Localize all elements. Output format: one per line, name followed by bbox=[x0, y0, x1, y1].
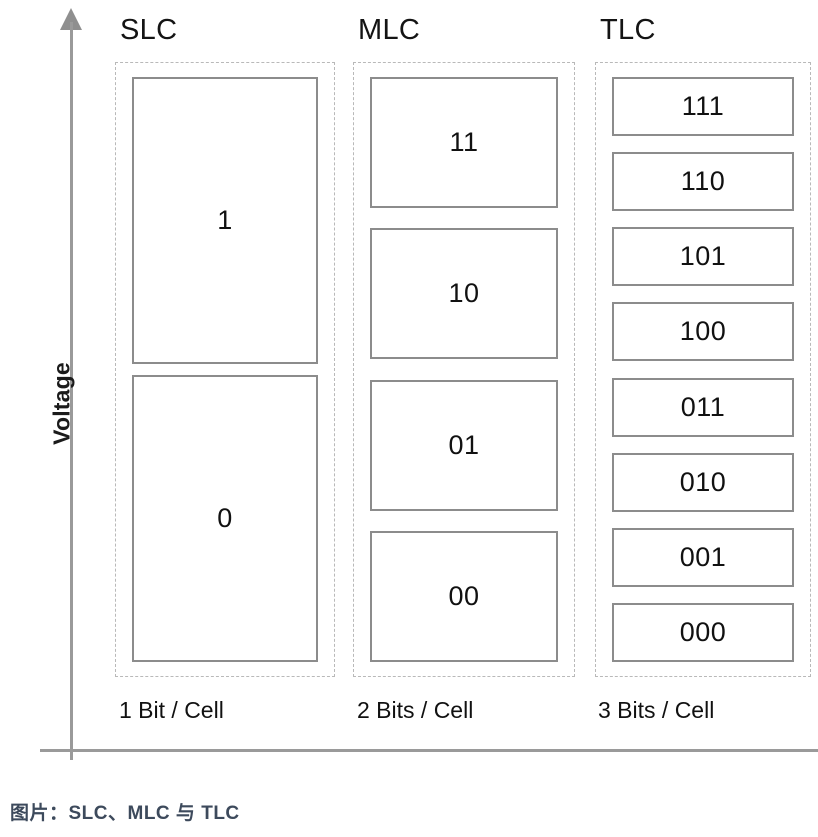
y-axis-label: Voltage bbox=[48, 362, 75, 445]
cell-level: 011 bbox=[612, 377, 794, 437]
cell-level: 11 bbox=[370, 77, 558, 208]
cell-level: 111 bbox=[612, 77, 794, 136]
y-axis-line bbox=[70, 22, 73, 760]
cell-group-tlc: 111 110 101 100 011 010 001 000 bbox=[595, 62, 811, 677]
cell-level: 01 bbox=[370, 379, 558, 511]
column-title-mlc: MLC bbox=[358, 14, 421, 46]
cell-group-mlc: 11 10 01 00 bbox=[353, 62, 575, 677]
cell-level: 0 bbox=[132, 375, 318, 662]
cell-level: 1 bbox=[132, 77, 318, 364]
cell-level: 00 bbox=[370, 530, 558, 662]
footer-label-tlc: 3 Bits / Cell bbox=[598, 697, 715, 723]
cell-level: 010 bbox=[612, 452, 794, 512]
cell-group-slc: 1 0 bbox=[115, 62, 335, 677]
footer-label-mlc: 2 Bits / Cell bbox=[357, 697, 474, 723]
arrow-up-icon bbox=[60, 8, 82, 30]
cell-level: 101 bbox=[612, 227, 794, 287]
column-title-tlc: TLC bbox=[600, 14, 656, 46]
cell-level: 100 bbox=[612, 302, 794, 362]
footer-label-slc: 1 Bit / Cell bbox=[119, 697, 224, 723]
column-title-slc: SLC bbox=[120, 14, 178, 46]
cell-level: 10 bbox=[370, 228, 558, 360]
cell-level: 001 bbox=[612, 527, 794, 587]
cell-level: 000 bbox=[612, 602, 794, 662]
figure-caption: 图片：SLC、MLC 与 TLC bbox=[10, 803, 240, 824]
x-axis-line bbox=[40, 749, 818, 752]
cell-level: 110 bbox=[612, 152, 794, 212]
